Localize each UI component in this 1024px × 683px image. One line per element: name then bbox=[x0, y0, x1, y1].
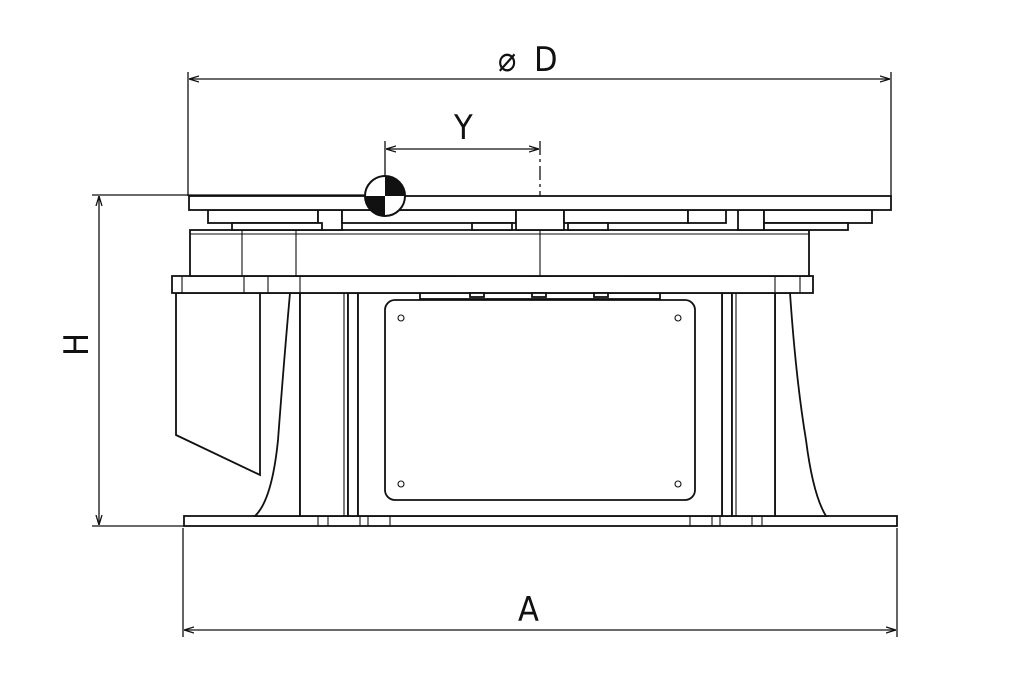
dimension-h: H bbox=[57, 194, 366, 527]
dimension-a: A bbox=[182, 528, 898, 637]
bearing-block bbox=[189, 229, 810, 277]
spacer-row bbox=[207, 209, 873, 231]
center-body bbox=[357, 292, 723, 517]
center-of-gravity-icon bbox=[364, 175, 406, 217]
base-plate bbox=[183, 515, 898, 527]
dimension-y-label: Y bbox=[453, 108, 473, 148]
cover-bolt bbox=[674, 314, 682, 322]
dimension-a-label: A bbox=[518, 590, 539, 630]
dimension-d-label: D bbox=[534, 40, 558, 80]
cover-bolt bbox=[397, 314, 405, 322]
dimension-h-label: H bbox=[57, 333, 97, 356]
left-gusset bbox=[175, 292, 301, 517]
cover-bolt bbox=[397, 480, 405, 488]
cover-bolt bbox=[674, 480, 682, 488]
column-right bbox=[721, 292, 776, 517]
diameter-symbol: ⌀ bbox=[498, 40, 516, 80]
right-gusset bbox=[774, 292, 828, 517]
column-left bbox=[299, 292, 359, 517]
inspection-cover bbox=[384, 299, 696, 501]
turntable-plate bbox=[188, 195, 892, 211]
dimension-d: ⌀ D bbox=[187, 40, 892, 196]
